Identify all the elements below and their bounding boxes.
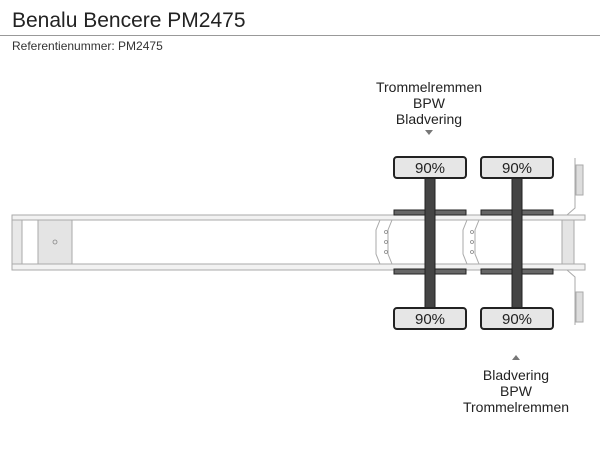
- tire: [480, 307, 554, 330]
- axle: 90% 90%: [393, 156, 467, 330]
- axle-beam: [424, 177, 436, 309]
- holes: [52, 230, 474, 254]
- tire-wear-percent: 90%: [502, 160, 532, 177]
- page-title: Benalu Bencere PM2475: [12, 9, 246, 32]
- brake-type: Trommelremmen: [462, 399, 570, 415]
- top-axle-label: Trommelremmen BPW Bladvering: [349, 79, 509, 127]
- tire: [480, 156, 554, 179]
- suspension-type: Bladvering: [482, 367, 550, 383]
- axle-brand: BPW: [413, 95, 445, 111]
- suspension-type: Bladvering: [395, 111, 463, 127]
- axle-brand: BPW: [500, 383, 532, 399]
- axle-beam: [511, 177, 523, 309]
- divider: [0, 35, 600, 36]
- chassis: [11, 158, 586, 325]
- brake-type: Trommelremmen: [375, 79, 483, 95]
- tire-wear-percent: 90%: [415, 160, 445, 177]
- tire-wear-percent: 90%: [415, 311, 445, 328]
- tire-wear-percent: 90%: [502, 311, 532, 328]
- arrow-up-icon: [512, 355, 520, 360]
- bottom-axle-label: Bladvering BPW Trommelremmen: [436, 367, 596, 415]
- axle: 90% 90%: [480, 156, 554, 330]
- arrow-down-icon: [425, 130, 433, 135]
- reference-number: Referentienummer: PM2475: [12, 39, 163, 53]
- tire: [393, 307, 467, 330]
- tire: [393, 156, 467, 179]
